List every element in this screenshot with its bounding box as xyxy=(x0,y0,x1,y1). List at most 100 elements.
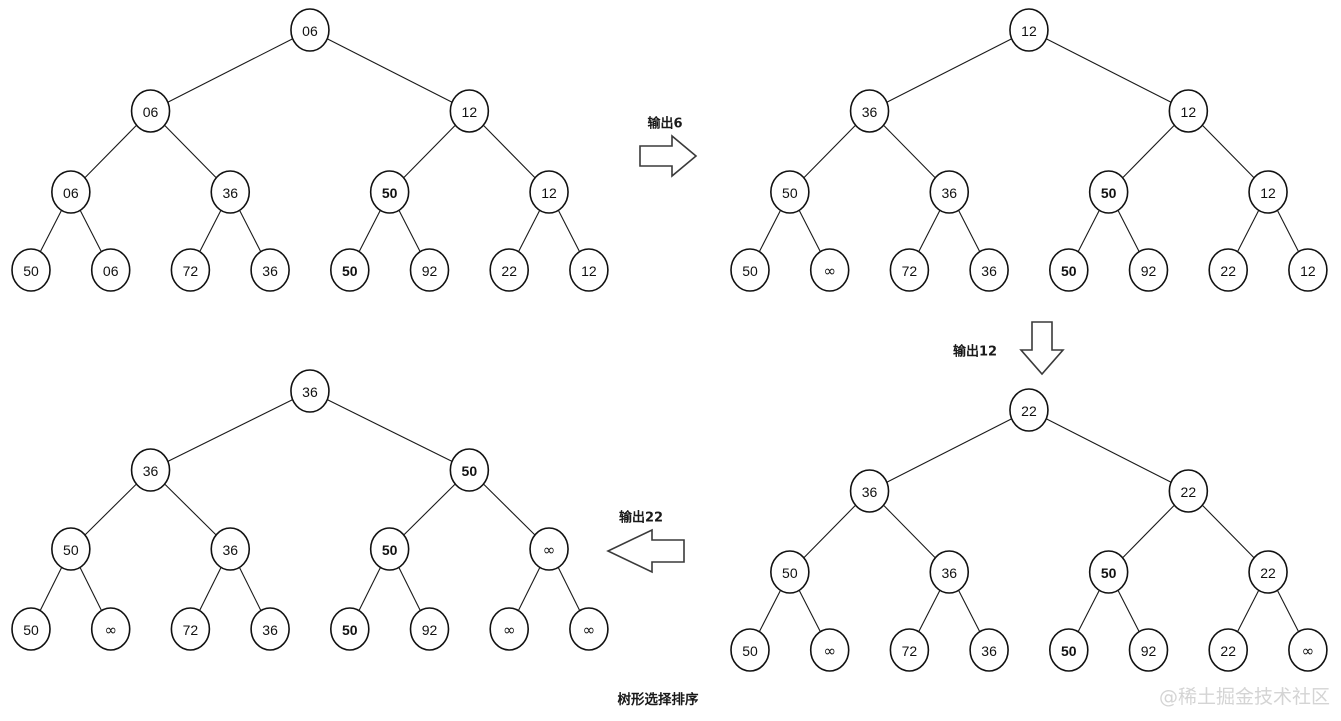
tree-node-label: 06 xyxy=(103,263,119,279)
tree-edge xyxy=(1121,504,1176,559)
tree-node-circle xyxy=(730,628,770,672)
tree-edge xyxy=(167,399,293,462)
tree-node-circle xyxy=(250,248,290,292)
tree-node-circle xyxy=(889,248,930,292)
tree-node-label: 92 xyxy=(1141,263,1157,279)
tree-node-label: 06 xyxy=(63,185,79,201)
tree-node: 12 xyxy=(1009,8,1049,52)
tree-node-label: 50 xyxy=(742,263,758,279)
tree-node: 50 xyxy=(770,550,810,594)
tree-node-label: 36 xyxy=(143,463,159,479)
tree-node-circle xyxy=(849,469,890,513)
tree-edge xyxy=(886,38,1012,103)
tree-node: 92 xyxy=(409,607,450,651)
tree-node-circle xyxy=(1009,388,1049,432)
tree-node-circle xyxy=(11,607,51,651)
arrow-output-6-label: 输出6 xyxy=(647,116,682,132)
tree-node-label: 50 xyxy=(342,263,358,279)
tree-edge xyxy=(402,124,457,179)
tree-node: 06 xyxy=(51,170,91,214)
tree-node-circle xyxy=(770,170,810,214)
tree-edge xyxy=(1116,208,1141,254)
tree-node: 50 xyxy=(329,248,370,292)
tree-node: 12 xyxy=(1248,170,1288,214)
tree-1-edges xyxy=(39,38,581,254)
tree-node: 50 xyxy=(1049,628,1089,672)
tree-node-circle xyxy=(170,248,211,292)
tree-node-circle xyxy=(290,8,330,52)
tree-node-label: 12 xyxy=(462,104,478,120)
tree-edge xyxy=(84,483,138,536)
tree-node-circle xyxy=(1049,628,1089,672)
tree-node-label: 36 xyxy=(222,542,238,558)
tree-node-label: 36 xyxy=(981,643,997,659)
tree-node-circle xyxy=(90,248,131,292)
tree-node-circle xyxy=(369,170,410,214)
tree-node-circle xyxy=(489,248,530,292)
tree-node-circle xyxy=(409,607,450,651)
tree-node-label: 22 xyxy=(1260,565,1276,581)
tree-node-circle xyxy=(1208,248,1248,292)
tree-node-label: 36 xyxy=(222,185,238,201)
tree-node-label: 12 xyxy=(1021,23,1037,39)
tree-edge xyxy=(803,504,857,559)
tree-edge xyxy=(1077,208,1101,254)
tree-node-circle xyxy=(170,607,211,651)
tree-node-label: 36 xyxy=(941,185,957,201)
tree-edge xyxy=(357,566,382,612)
tree-node-label: 50 xyxy=(342,622,358,638)
tree-edge xyxy=(198,566,223,612)
tree-node-circle xyxy=(929,550,970,594)
tree-node-label: 50 xyxy=(382,185,398,201)
tree-node: 12 xyxy=(449,89,490,133)
tree-node: 50 xyxy=(1088,170,1129,214)
tree-node-circle xyxy=(1128,248,1169,292)
tree-edge xyxy=(78,566,103,612)
tree-edge xyxy=(803,124,857,179)
tree-node: 12 xyxy=(569,248,609,292)
tree-node-label: 22 xyxy=(1220,643,1236,659)
tree-node-circle xyxy=(1288,248,1328,292)
tree-node: 22 xyxy=(1168,469,1209,513)
tree-edge xyxy=(758,588,782,634)
arrow-right-icon xyxy=(639,134,698,178)
tree-node: 92 xyxy=(1128,248,1169,292)
tree-node-circle xyxy=(409,248,450,292)
tree-node-label: 36 xyxy=(302,384,318,400)
tree-node-circle xyxy=(1009,8,1049,52)
tree-node: 36 xyxy=(969,628,1009,672)
tree-edge xyxy=(882,124,937,179)
tree-node: 12 xyxy=(529,170,569,214)
tree-2-edges xyxy=(758,38,1300,254)
tree-node: 36 xyxy=(290,369,330,413)
tree-node-label: 72 xyxy=(183,622,199,638)
tree-node: 22 xyxy=(1208,248,1248,292)
tree-node: 50 xyxy=(51,527,91,571)
tree-node-label: 36 xyxy=(862,484,878,500)
tree-node-label: 22 xyxy=(1181,484,1197,500)
figure-caption: 树形选择排序 xyxy=(618,691,699,708)
tree-node-circle xyxy=(569,248,609,292)
tree-node-circle xyxy=(1248,170,1288,214)
arrow-output-6-group: 输出6 xyxy=(639,116,698,178)
tree-node: 36 xyxy=(210,527,251,571)
tree-node: 36 xyxy=(250,248,290,292)
arrow-output-12-label: 输出12 xyxy=(953,344,997,360)
tree-node-circle xyxy=(529,527,569,571)
tree-node-label: 72 xyxy=(183,263,199,279)
tree-node-label: 36 xyxy=(941,565,957,581)
tree-node: 36 xyxy=(250,607,290,651)
tree-node: 22 xyxy=(1208,628,1248,672)
tree-node-circle xyxy=(1248,550,1288,594)
arrow-output-22-group: 输出22 xyxy=(606,510,685,574)
tree-edge xyxy=(557,566,581,612)
tree-edge xyxy=(198,208,222,254)
tree-edge xyxy=(163,483,217,536)
tree-node-label: 36 xyxy=(262,263,278,279)
tree-node: 22 xyxy=(1009,388,1049,432)
